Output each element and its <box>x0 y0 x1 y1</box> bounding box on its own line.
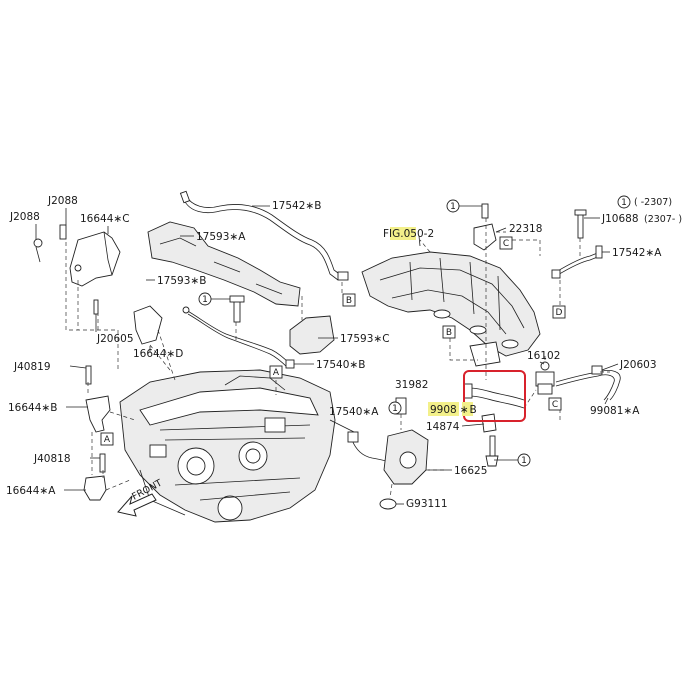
svg-text:A: A <box>104 435 111 445</box>
svg-text:1: 1 <box>450 202 456 212</box>
ref-box-c-1: C <box>499 236 513 250</box>
svg-text:D: D <box>556 308 563 318</box>
figure-ref-suffix: 0-2 <box>417 228 434 240</box>
label-99081a: 99081∗A <box>590 405 640 417</box>
label-17542b: 17542∗B <box>272 200 321 212</box>
label-j2088-top: J2088 <box>47 195 78 207</box>
note-marker-1: 1 <box>198 292 212 306</box>
part-9908-highlight <box>428 402 459 416</box>
label-16644c: 16644∗C <box>80 213 130 225</box>
ref-box-b-1: B <box>342 293 356 307</box>
label-16102: 16102 <box>527 350 560 362</box>
label-17593a: 17593∗A <box>196 231 246 243</box>
note-marker-2: 1 <box>446 199 460 213</box>
svg-text:B: B <box>346 296 352 306</box>
svg-text:B: B <box>446 328 452 338</box>
ref-box-b-2: B <box>442 325 456 339</box>
lower-center-parts <box>347 397 446 510</box>
svg-text:C: C <box>503 239 509 249</box>
part-9908-star-highlight <box>462 402 473 416</box>
label-j40819: J40819 <box>13 361 51 373</box>
svg-text:A: A <box>273 368 280 378</box>
label-j10688: J10688 <box>601 213 639 225</box>
label-17593b: 17593∗B <box>157 275 206 287</box>
label-j40818: J40818 <box>33 453 71 465</box>
label-9908-code: 9908 <box>430 404 457 416</box>
label-17593c: 17593∗C <box>340 333 390 345</box>
label-16644b: 16644∗B <box>8 402 57 414</box>
label-9908-suffix: B <box>470 404 477 416</box>
ref-box-c-2: C <box>548 397 562 411</box>
label-22318: 22318 <box>509 223 542 235</box>
svg-text:C: C <box>552 400 558 410</box>
label-16644a: 16644∗A <box>6 485 56 497</box>
label-g93111: G93111 <box>406 498 448 510</box>
note-marker-4: 1 <box>517 453 531 467</box>
label-9908-star: ∗ <box>460 404 469 416</box>
label-16644d: 16644∗D <box>133 348 183 360</box>
label-17542a: 17542∗A <box>612 247 662 259</box>
label-31982: 31982 <box>395 379 428 391</box>
label-17540b: 17540∗B <box>316 359 365 371</box>
right-side-parts <box>463 209 621 467</box>
svg-text:1: 1 <box>202 295 208 305</box>
figure-ref-prefix: FIG.05 <box>383 228 417 240</box>
label-leader-lines <box>35 205 619 505</box>
svg-text:1: 1 <box>392 404 398 414</box>
label-j20605: J20605 <box>96 333 134 345</box>
note-marker-5: 1 <box>388 401 402 415</box>
ref-box-d: D <box>552 305 566 319</box>
label-9908b: 9908∗B <box>430 404 477 416</box>
svg-text:9908∗B: 9908∗B <box>430 404 477 416</box>
ref-box-a-2: A <box>100 432 114 446</box>
label-date-range-a: ( -2307) <box>634 197 672 208</box>
label-14874: 14874 <box>426 421 460 433</box>
svg-text:FIG.050-2: FIG.050-2 <box>383 228 434 240</box>
svg-text:1: 1 <box>521 456 527 466</box>
label-j2088-left: J2088 <box>9 211 40 223</box>
hoses-top-center <box>147 190 349 395</box>
label-16625: 16625 <box>454 465 487 477</box>
label-j20603: J20603 <box>619 359 657 371</box>
figure-ref-highlight <box>390 227 416 240</box>
figure-reference: FIG.050-2 <box>383 228 434 240</box>
label-date-range-b: (2307- ) <box>644 214 682 225</box>
highlight-callout-box <box>463 370 526 422</box>
ref-box-a-1: A <box>269 365 283 379</box>
svg-text:1: 1 <box>621 198 627 208</box>
left-brackets <box>33 224 176 501</box>
label-17540a: 17540∗A <box>329 406 379 418</box>
front-arrow <box>117 493 157 517</box>
intake-manifold-drawing <box>361 203 541 380</box>
note-marker-3: 1 <box>617 195 631 209</box>
